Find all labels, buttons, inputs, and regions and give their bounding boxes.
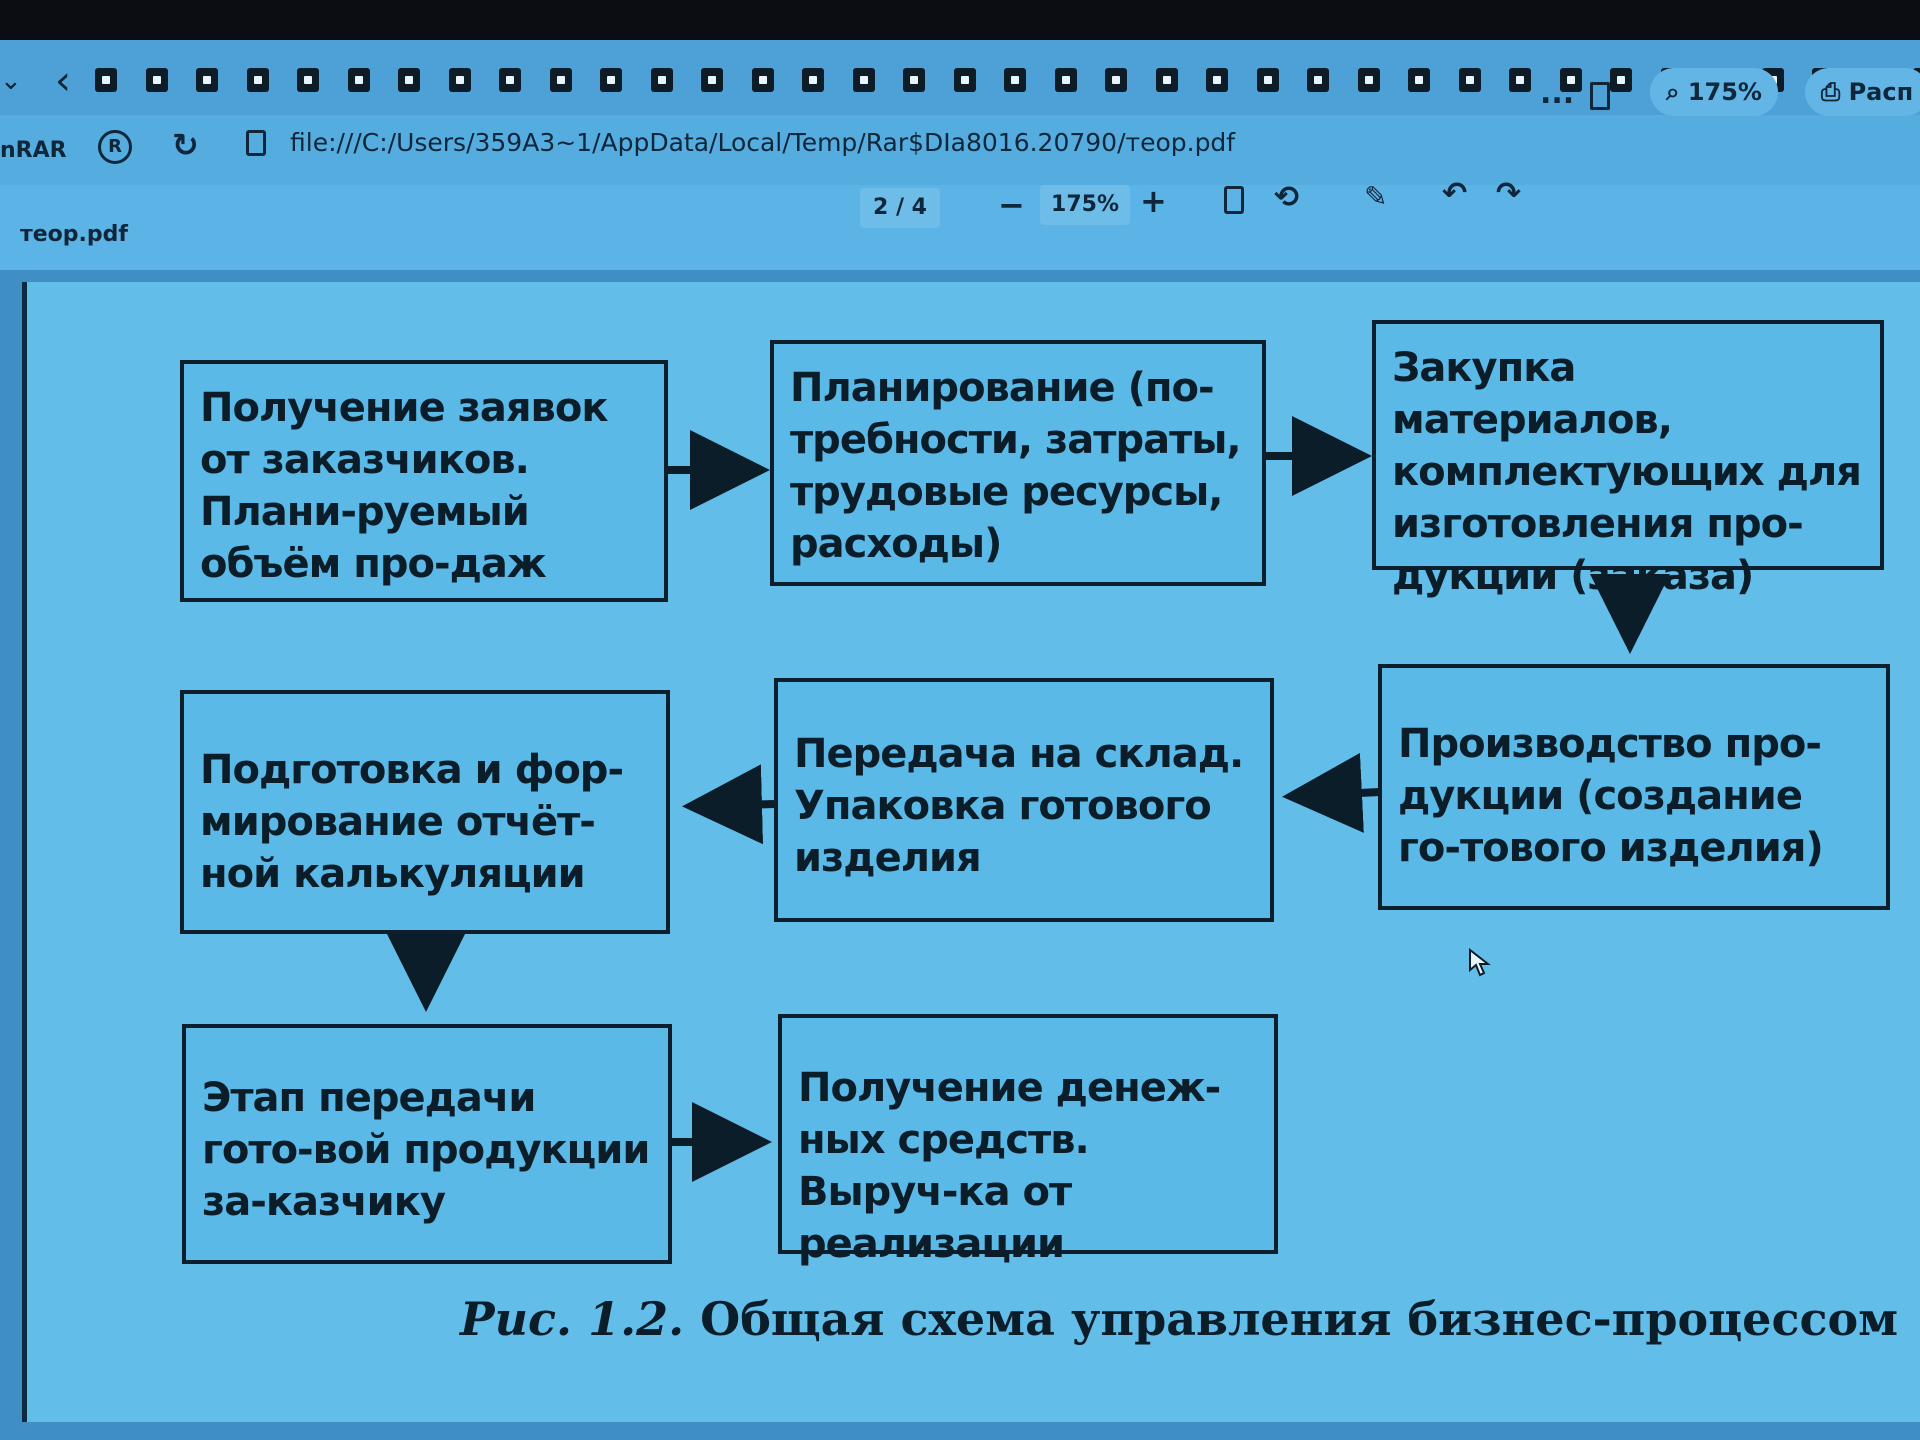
figure-title: Общая схема управления бизнес-процессом (700, 1292, 1899, 1346)
tab-favicon-icon[interactable] (1206, 68, 1228, 92)
tab-favicon-icon[interactable] (196, 68, 218, 92)
scroll-tabs-left-icon[interactable]: ‹ (55, 58, 71, 104)
diagram-box-b5: Передача на склад. Упаковка готового изд… (774, 678, 1274, 922)
tab-favicon-icon[interactable] (953, 68, 976, 92)
tab-favicon-icon[interactable] (1256, 68, 1279, 92)
diagram-box-b4-text: Производство про-дукции (создание го-тов… (1398, 721, 1824, 871)
diagram-box-b1: Получение заявок от заказчиков. Плани-ру… (180, 360, 668, 602)
tab-favicon-icon[interactable] (600, 68, 622, 92)
tab-favicon-icon[interactable] (852, 68, 875, 92)
page-indicator[interactable]: 2 / 4 (860, 188, 940, 228)
rotate-icon[interactable]: ⟲ (1274, 180, 1300, 215)
redo-icon[interactable]: ↷ (1496, 176, 1522, 211)
tab-favicon-icon[interactable] (1458, 68, 1481, 92)
print-button[interactable]: ⎙ Расп (1805, 68, 1920, 116)
diagram-box-b8-text: Получение денеж-ных средств. Выруч-ка от… (798, 1065, 1221, 1267)
more-menu-icon[interactable]: ... (1540, 76, 1575, 111)
page-fit-icon[interactable] (1224, 186, 1244, 214)
address-bar-row (0, 115, 1920, 185)
url-field[interactable]: file:///C:/Users/359A3~1/AppData/Local/T… (290, 128, 1236, 157)
diagram-box-b3: Закупка материалов, комплектующих для из… (1372, 320, 1884, 599)
tab-strip: ⌄ ‹ (0, 40, 1920, 120)
figure-number: Рис. 1.2. (460, 1292, 685, 1346)
tab-favicon-icon[interactable] (95, 68, 117, 92)
zoom-pill[interactable]: ⌕ 175% (1650, 68, 1778, 116)
reload-icon[interactable]: ↻ (172, 126, 199, 164)
tab-favicon-icon[interactable] (448, 68, 471, 92)
tab-favicon-icon[interactable] (1509, 68, 1531, 92)
tab-favicon-icon[interactable] (1307, 68, 1329, 92)
tab-favicon-icon[interactable] (1004, 68, 1026, 92)
tab-favicon-icon[interactable] (499, 68, 521, 92)
tab-favicon-icon[interactable] (903, 68, 925, 92)
zoom-in-button[interactable]: + (1140, 182, 1167, 220)
tab-favicon-icon[interactable] (549, 68, 572, 92)
bookmark-icon[interactable] (1590, 82, 1610, 110)
arrow-b4-b5 (1282, 752, 1381, 833)
diagram-box-b8: Получение денеж-ных средств. Выруч-ка от… (778, 1014, 1278, 1267)
diagram-box-b1-text: Получение заявок от заказчиков. Плани-ру… (200, 385, 608, 587)
tab-favicon-icon[interactable] (1155, 68, 1178, 92)
arrow-b5-b6 (682, 764, 775, 845)
undo-icon[interactable]: ↶ (1442, 176, 1468, 211)
tab-favicon-icon[interactable] (398, 68, 420, 92)
diagram-box-b2: Планирование (по-требности, затраты, тру… (770, 340, 1266, 586)
screen-bezel (0, 0, 1920, 40)
tab-favicon-icon[interactable] (1054, 68, 1077, 92)
zoom-out-button[interactable]: − (998, 186, 1025, 224)
zoom-magnifier-icon: ⌕ (1666, 78, 1680, 106)
pdf-toolbar (0, 185, 1920, 270)
tab-favicon-icon[interactable] (701, 68, 723, 92)
tab-favicon-icon[interactable] (1357, 68, 1380, 92)
diagram-box-b6: Подготовка и фор-мирование отчёт-ной кал… (180, 690, 670, 934)
tab-favicon-icon[interactable] (297, 68, 319, 92)
tab-favicon-icon[interactable] (145, 68, 168, 92)
pdf-filename: теор.pdf (20, 222, 128, 247)
tab-favicon-icon[interactable] (802, 68, 824, 92)
zoom-pill-label: 175% (1687, 78, 1762, 106)
diagram-box-b7-text: Этап передачи гото-вой продукции за-казч… (202, 1075, 650, 1225)
reader-mode-icon[interactable]: R (98, 130, 132, 164)
tab-favicon-icon[interactable] (1559, 68, 1582, 92)
diagram-box-b5-text: Передача на склад. Упаковка готового изд… (794, 731, 1244, 881)
diagram-box-b7: Этап передачи гото-вой продукции за-казч… (182, 1024, 672, 1264)
print-label: Расп (1848, 78, 1914, 106)
tab-favicon-icon[interactable] (347, 68, 370, 92)
tab-favicon-icon[interactable] (1408, 68, 1430, 92)
diagram-box-b3-text: Закупка материалов, комплектующих для из… (1392, 345, 1862, 599)
figure-caption: Рис. 1.2. Общая схема управления бизнес-… (460, 1292, 1898, 1346)
tab-favicon-icon[interactable] (246, 68, 269, 92)
tab-favicon-icon[interactable] (1610, 68, 1632, 92)
tab-favicon-icon[interactable] (751, 68, 774, 92)
tab-favicon-icon[interactable] (1105, 68, 1127, 92)
diagram-box-b6-text: Подготовка и фор-мирование отчёт-ной кал… (200, 747, 624, 897)
draw-icon[interactable]: ✎ (1364, 180, 1388, 213)
tab-list-chevron-icon[interactable]: ⌄ (0, 66, 22, 96)
diagram-box-b2-text: Планирование (по-требности, затраты, тру… (790, 365, 1242, 567)
print-icon: ⎙ (1821, 78, 1841, 106)
file-icon (246, 130, 266, 156)
zoom-level[interactable]: 175% (1040, 185, 1130, 225)
diagram-box-b4: Производство про-дукции (создание го-тов… (1378, 664, 1890, 910)
app-label: nRAR (0, 138, 67, 163)
mouse-cursor-icon (1469, 948, 1491, 977)
tab-favicon-icon[interactable] (650, 68, 673, 92)
